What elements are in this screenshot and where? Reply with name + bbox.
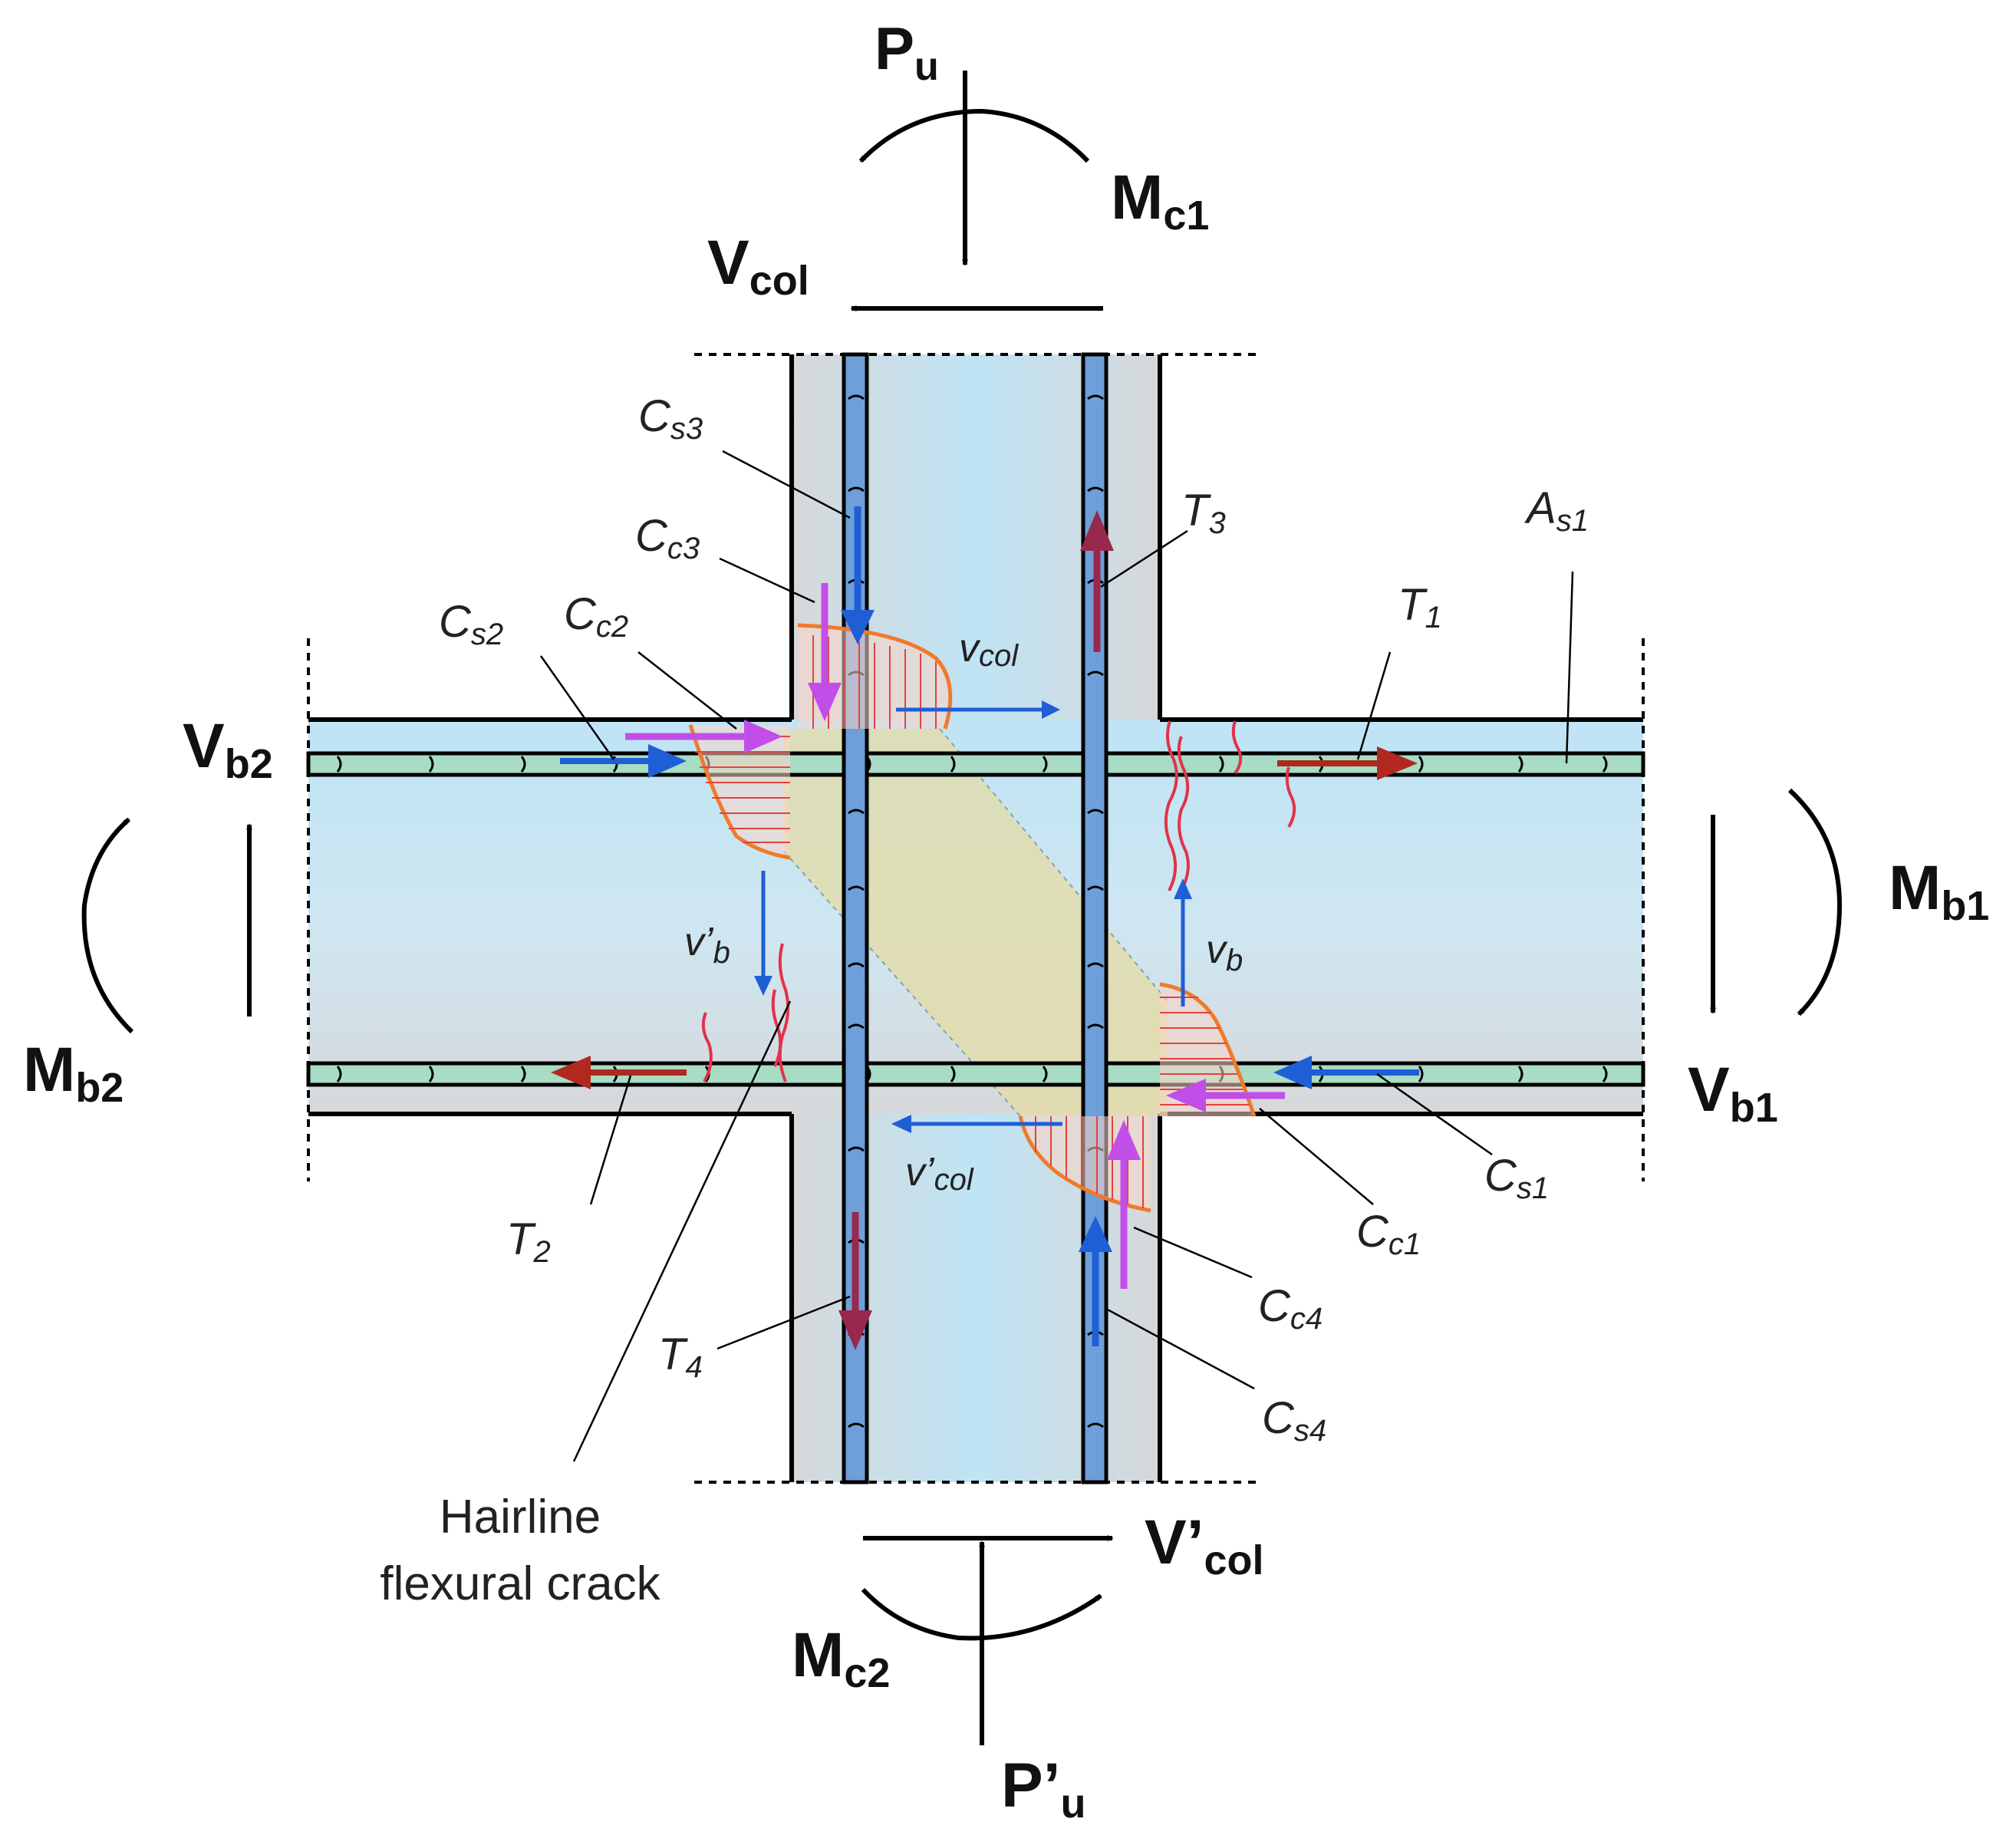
Cc4-arrowhead: [1107, 1120, 1141, 1160]
vcol-prime-arrowhead: [891, 1115, 911, 1133]
T2-label: T2: [506, 1214, 551, 1269]
Cs1-label: Cs1: [1484, 1151, 1549, 1205]
Mb2-label: Mb2: [23, 1035, 124, 1111]
Cc1-arrowhead: [1166, 1079, 1206, 1112]
Mc2-arrow: [861, 1587, 1102, 1641]
Mc1-arrow: [858, 108, 1090, 163]
compression-block-top: [797, 623, 953, 730]
Cs2-label: Cs2: [439, 597, 503, 651]
Cs4-arrowhead: [1079, 1216, 1112, 1252]
T1-arrowhead: [1377, 746, 1418, 780]
Vcol-prime-label: V’col: [1145, 1507, 1264, 1583]
vcol-prime-label: v’col: [905, 1150, 974, 1197]
T1-label: T1: [1398, 580, 1442, 634]
beam-bottom-rebar: [306, 1061, 1645, 1087]
Cc2-arrowhead: [744, 720, 782, 753]
Cs2-arrowhead: [648, 744, 687, 778]
beam-top-rebar: [306, 751, 1645, 777]
red-tension-arrows: [551, 510, 1418, 1350]
diagonal-compression-strut: [784, 729, 1168, 1116]
Cc2-label: Cc2: [564, 589, 628, 644]
Pu-label: Pu: [875, 15, 939, 89]
Cs3-label: Cs3: [638, 391, 703, 446]
hairline-cracks: [701, 720, 1296, 1082]
Cc1-label: Cc1: [1356, 1207, 1421, 1261]
Vb1-label: Vb1: [1688, 1055, 1778, 1131]
T2-arrowhead: [551, 1056, 591, 1089]
vcol-label: vcol: [959, 626, 1019, 673]
Vcol-label: Vcol: [707, 228, 809, 304]
crack-annotation-line2: flexural crack: [380, 1557, 660, 1610]
Pu-prime-label: P’u: [1001, 1751, 1085, 1827]
leader-lines: [539, 450, 1574, 1462]
T3-arrowhead: [1080, 510, 1114, 551]
vcol-arrowhead: [1042, 700, 1060, 719]
Mc1-label: Mc1: [1111, 163, 1209, 239]
magenta-force-arrows: [625, 583, 1285, 1289]
Mb1-arrow: [1787, 788, 1843, 1016]
T4-label: T4: [658, 1330, 703, 1384]
Cc3-label: Cc3: [635, 511, 700, 565]
crack-annotation-line1: Hairline: [440, 1491, 601, 1544]
Vb2-label: Vb2: [183, 711, 273, 787]
Cc4-label: Cc4: [1258, 1281, 1323, 1336]
blue-force-arrows: [560, 506, 1419, 1346]
compression-block-left: [688, 724, 791, 860]
Cs3-arrowhead: [841, 610, 875, 644]
external-load-arrows: [81, 71, 1843, 1745]
Mb2-arrow: [81, 817, 134, 1034]
As1-label: As1: [1524, 483, 1589, 538]
Mc2-label: Mc2: [792, 1620, 890, 1696]
vb-prime-label: v’b: [684, 920, 730, 970]
vb-label: vb: [1206, 928, 1243, 977]
T4-arrowhead: [838, 1310, 872, 1350]
Mb1-label: Mb1: [1889, 853, 1989, 929]
vb-arrowhead: [1174, 878, 1192, 899]
Cc3-arrowhead: [808, 683, 842, 721]
Cs4-label: Cs4: [1262, 1393, 1326, 1448]
T3-label: T3: [1181, 486, 1226, 540]
vb-prime-arrowhead: [754, 976, 772, 996]
Cs1-arrowhead: [1273, 1056, 1312, 1089]
